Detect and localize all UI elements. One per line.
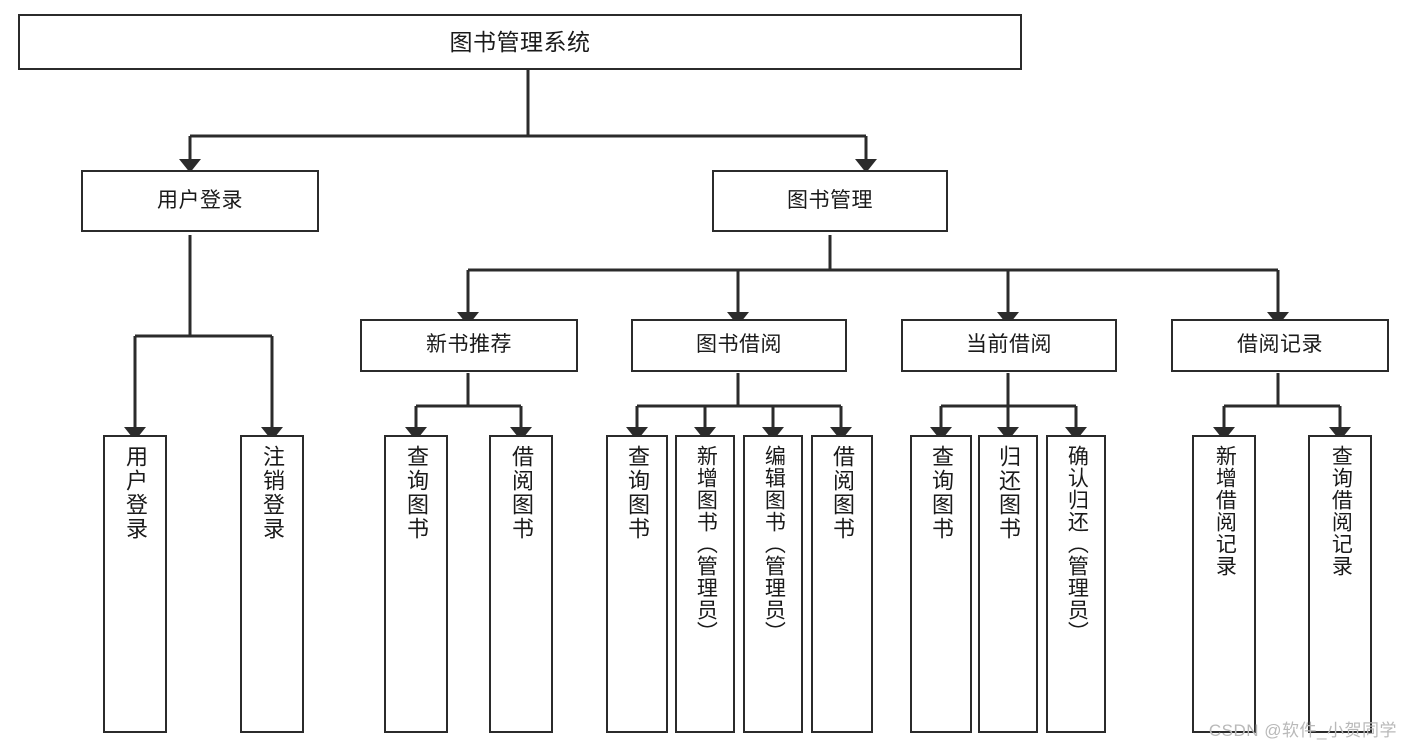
- node-label: 借阅图书: [829, 445, 855, 541]
- leaf-user-login[interactable]: 用户登录: [103, 435, 167, 733]
- leaf-edit-book-admin[interactable]: 编辑图书（管理员）: [743, 435, 803, 733]
- leaf-confirm-return-admin[interactable]: 确认归还（管理员）: [1046, 435, 1106, 733]
- node-label: 新增借阅记录: [1213, 445, 1237, 577]
- leaf-query-books-recommend[interactable]: 查询图书: [384, 435, 448, 733]
- node-label: 查询借阅记录: [1329, 445, 1353, 577]
- leaf-return-books[interactable]: 归还图书: [978, 435, 1038, 733]
- node-label: 查询图书: [403, 445, 429, 541]
- leaf-query-borrow-record[interactable]: 查询借阅记录: [1308, 435, 1372, 733]
- csdn-watermark: CSDN @软件_小贺同学: [1208, 721, 1397, 740]
- node-current-borrowing[interactable]: 当前借阅: [901, 319, 1117, 372]
- node-label: 确认归还（管理员）: [1065, 445, 1089, 643]
- leaf-query-books-borrow[interactable]: 查询图书: [606, 435, 668, 733]
- leaf-add-borrow-record[interactable]: 新增借阅记录: [1192, 435, 1256, 733]
- leaf-logout[interactable]: 注销登录: [240, 435, 304, 733]
- node-label: 注销登录: [259, 445, 285, 541]
- node-label: 查询图书: [624, 445, 650, 541]
- node-book-management-system[interactable]: 图书管理系统: [18, 14, 1022, 70]
- node-label: 图书借阅: [696, 333, 782, 357]
- node-label: 借阅记录: [1237, 333, 1323, 357]
- node-label: 用户登录: [157, 188, 243, 212]
- node-label: 用户登录: [122, 445, 148, 541]
- leaf-borrow-books[interactable]: 借阅图书: [811, 435, 873, 733]
- node-book-management[interactable]: 图书管理: [712, 170, 948, 232]
- node-label: 归还图书: [995, 445, 1021, 541]
- node-borrow-records[interactable]: 借阅记录: [1171, 319, 1389, 372]
- node-book-borrowing[interactable]: 图书借阅: [631, 319, 847, 372]
- node-label: 当前借阅: [966, 333, 1052, 357]
- node-label: 图书管理系统: [449, 28, 591, 55]
- node-label: 编辑图书（管理员）: [762, 445, 786, 643]
- node-label: 新增图书（管理员）: [694, 445, 718, 643]
- node-label: 图书管理: [787, 188, 873, 212]
- node-user-login[interactable]: 用户登录: [81, 170, 319, 232]
- leaf-add-book-admin[interactable]: 新增图书（管理员）: [675, 435, 735, 733]
- leaf-query-books-current[interactable]: 查询图书: [910, 435, 972, 733]
- node-label: 新书推荐: [426, 333, 512, 357]
- leaf-borrow-books-recommend[interactable]: 借阅图书: [489, 435, 553, 733]
- node-label: 借阅图书: [508, 445, 534, 541]
- node-label: 查询图书: [928, 445, 954, 541]
- node-new-book-recommendation[interactable]: 新书推荐: [360, 319, 578, 372]
